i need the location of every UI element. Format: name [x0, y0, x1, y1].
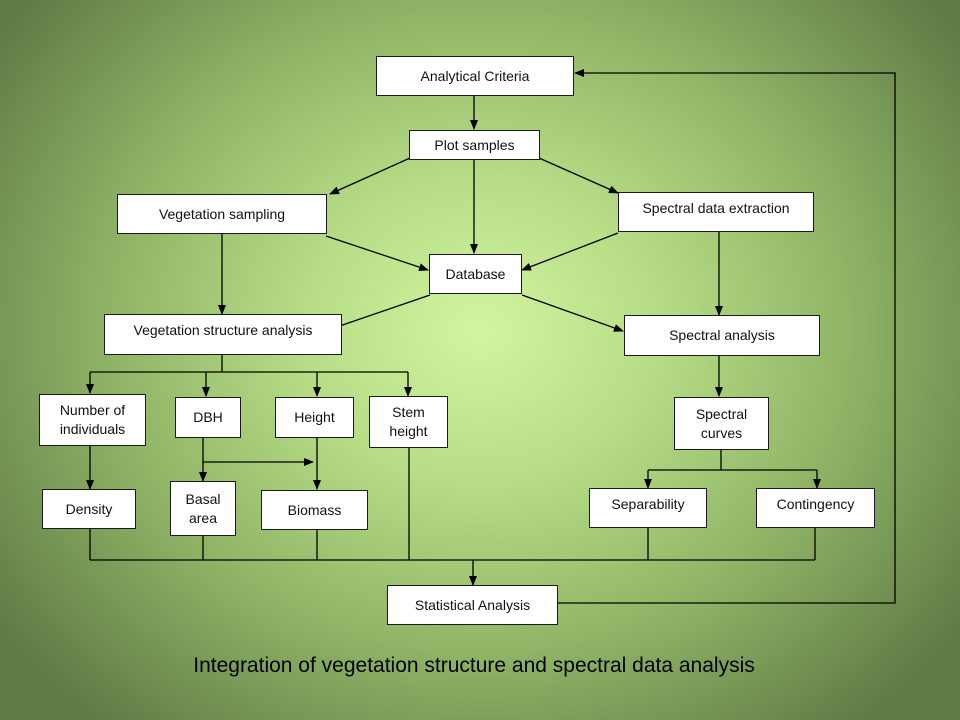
node-density: Density: [42, 489, 136, 529]
node-statistical-analysis: Statistical Analysis: [387, 585, 558, 625]
node-stem-height: Stem height: [369, 396, 448, 448]
node-height: Height: [275, 397, 354, 438]
arrow-plot-to-vegsampling: [329, 157, 411, 195]
node-database: Database: [429, 254, 522, 294]
node-separability: Separability: [589, 488, 707, 528]
node-dbh: DBH: [175, 397, 241, 438]
node-number-of-individuals: Number of individuals: [39, 394, 146, 446]
arrow-vegsampling-to-database: [325, 235, 429, 271]
node-plot-samples: Plot samples: [409, 130, 540, 160]
node-spectral-curves: Spectral curves: [674, 397, 769, 450]
node-basal-area: Basal area: [170, 481, 236, 536]
node-analytical-criteria: Analytical Criteria: [376, 56, 574, 96]
arrow-plot-to-spectral-extraction: [538, 157, 619, 194]
node-spectral-data-extraction: Spectral data extraction: [618, 192, 814, 232]
node-vegetation-structure-analysis: Vegetation structure analysis: [104, 314, 342, 355]
diagram-caption: Integration of vegetation structure and …: [193, 654, 755, 677]
arrow-database-to-spectral-analysis: [521, 294, 624, 332]
node-biomass: Biomass: [261, 490, 368, 530]
node-contingency: Contingency: [756, 488, 875, 528]
node-vegetation-sampling: Vegetation sampling: [117, 194, 327, 234]
arrow-spectral-extraction-to-database: [521, 232, 619, 271]
node-spectral-analysis: Spectral analysis: [624, 315, 820, 356]
arrow-database-to-vegstructure: [327, 294, 431, 331]
feedback-loop-to-criteria: [558, 69, 896, 604]
